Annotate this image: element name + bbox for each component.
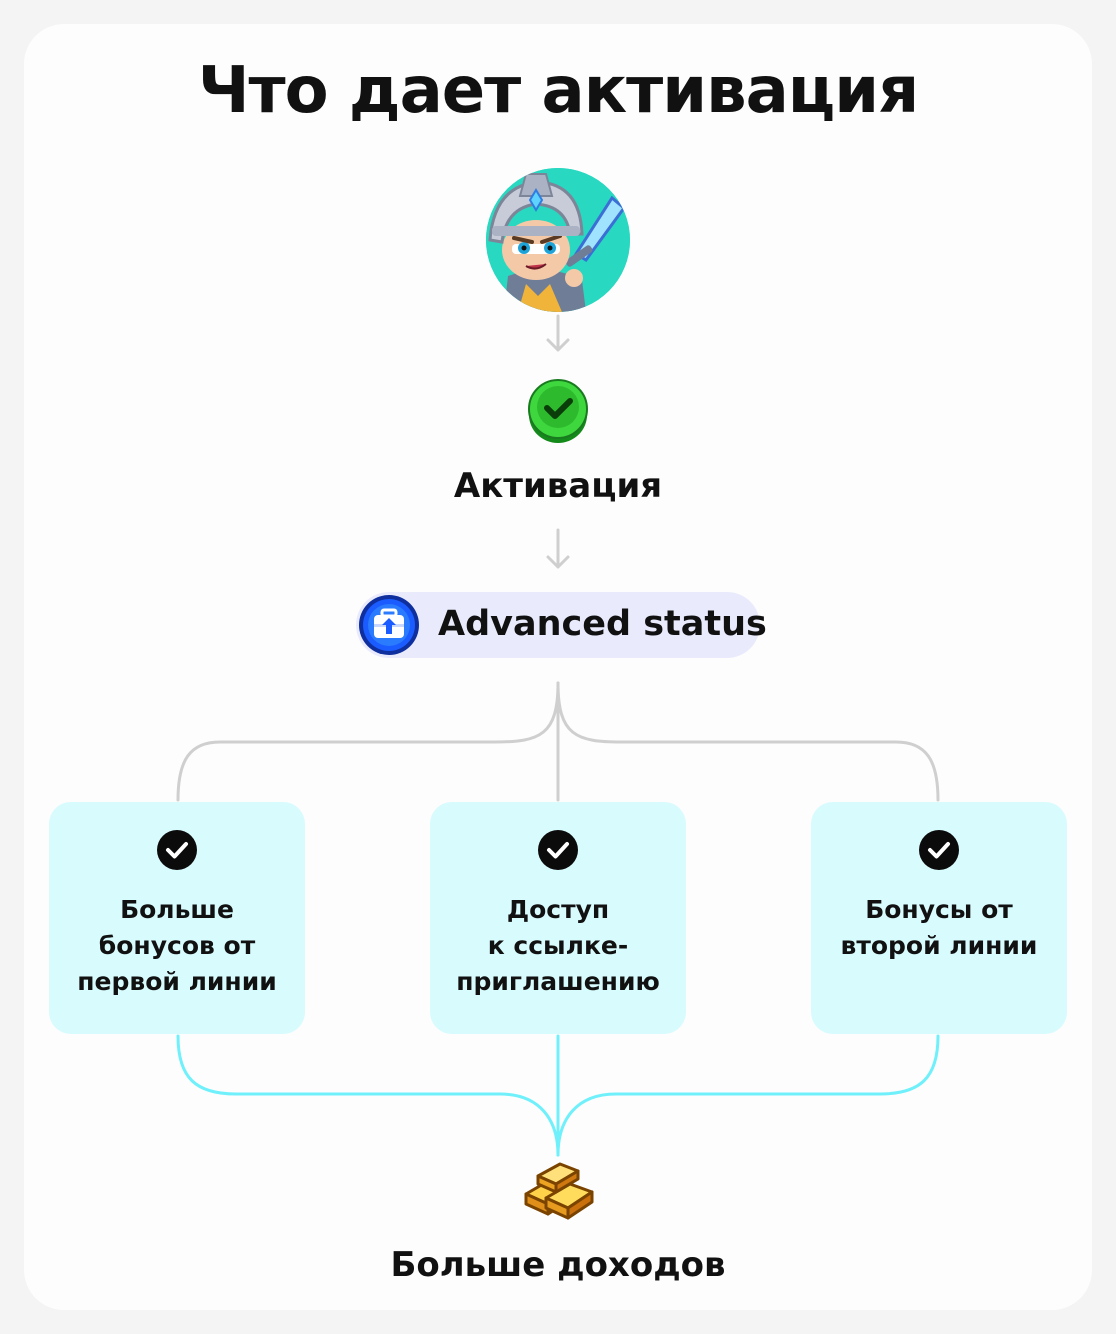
- arrow-activation-to-status: [546, 528, 570, 569]
- page-title: Что дает активация: [197, 54, 919, 128]
- result-label: Больше доходов: [390, 1245, 726, 1285]
- arrow-avatar-to-activation: [546, 314, 570, 352]
- status-label: Advanced status: [438, 604, 767, 644]
- benefit-text: Бонусы от второй линии: [840, 895, 1038, 960]
- branch-right: [556, 681, 940, 802]
- activation-label: Активация: [453, 466, 663, 506]
- branch-left: [176, 681, 560, 802]
- knight-avatar-icon: [486, 168, 630, 312]
- check-circle-icon: [157, 830, 197, 870]
- status-badge: [356, 592, 760, 658]
- check-circle-icon: [919, 830, 959, 870]
- benefit-text: Доступ к ссылке- приглашению: [456, 895, 660, 996]
- briefcase-upgrade-icon: [359, 595, 419, 655]
- green-check-icon: [528, 379, 588, 443]
- merge-left: [176, 1034, 560, 1157]
- check-circle-icon: [538, 830, 578, 870]
- benefit-text: Больше бонусов от первой линии: [77, 895, 277, 996]
- gold-bars-icon: [524, 1162, 594, 1220]
- benefit-card-invite-link: Доступ к ссылке- приглашению: [430, 802, 686, 1034]
- merge-right: [556, 1034, 940, 1157]
- benefit-card-second-line: Бонусы от второй линии: [811, 802, 1067, 1034]
- benefit-card-first-line: Больше бонусов от первой линии: [49, 802, 305, 1034]
